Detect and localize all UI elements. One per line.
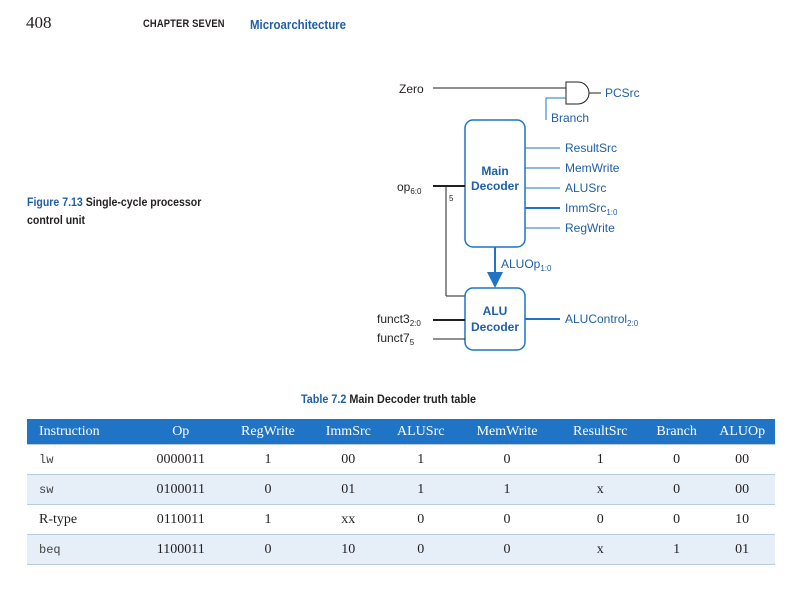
cell-alusrc: 1 [384, 444, 458, 475]
header-instruction: Instruction [27, 419, 139, 445]
table-caption-text: Main Decoder truth table [349, 392, 477, 406]
cell-resultsrc: x [556, 474, 644, 505]
cell-resultsrc: x [556, 534, 644, 565]
main-decoder-line1: Main [481, 164, 508, 178]
output-memwrite: MemWrite [565, 161, 620, 175]
zero-label: Zero [399, 82, 424, 96]
table-row: beq 1100011 0 10 0 0 x 1 01 [27, 534, 775, 565]
cell-instruction: sw [27, 474, 139, 505]
table-header-row: Instruction Op RegWrite ImmSrc ALUSrc Me… [27, 419, 775, 445]
cell-resultsrc: 0 [556, 504, 644, 535]
funct3-label: funct32:0 [377, 312, 421, 328]
chapter-label: CHAPTER SEVEN [143, 18, 225, 30]
branch-wire [545, 97, 566, 120]
alu-decoder-box [464, 287, 526, 351]
cell-regwrite: 0 [223, 534, 313, 565]
cell-alusrc: 1 [384, 474, 458, 505]
pcsrc-label: PCSrc [605, 86, 640, 100]
cell-instruction: lw [27, 444, 139, 475]
cell-immsrc: 01 [312, 474, 385, 505]
header-aluop: ALUOp [709, 419, 775, 445]
cell-instruction: beq [27, 534, 139, 565]
output-alusrc: ALUSrc [565, 181, 606, 195]
truth-table: Instruction Op RegWrite ImmSrc ALUSrc Me… [27, 419, 775, 565]
bus-width-label: 5 [449, 194, 454, 203]
cell-branch: 0 [643, 444, 710, 475]
cell-immsrc: 10 [312, 534, 385, 565]
cell-aluop: 01 [709, 534, 775, 565]
cell-op: 0100011 [138, 474, 224, 505]
header-alusrc: ALUSrc [384, 419, 458, 445]
header-resultsrc: ResultSrc [556, 419, 644, 445]
cell-aluop: 10 [709, 504, 775, 535]
header-memwrite: MemWrite [457, 419, 557, 445]
cell-aluop: 00 [709, 444, 775, 475]
funct7-label: funct75 [377, 331, 415, 347]
header-immsrc: ImmSrc [312, 419, 385, 445]
cell-alusrc: 0 [384, 534, 458, 565]
cell-memwrite: 1 [457, 474, 557, 505]
figure-caption-text: Single-cycle processor control unit [27, 195, 202, 227]
main-decoder-line2: Decoder [471, 179, 519, 193]
cell-instruction: R-type [27, 504, 139, 535]
header-branch: Branch [643, 419, 710, 445]
output-regwrite: RegWrite [565, 221, 615, 235]
op-label: op6:0 [397, 180, 422, 196]
cell-memwrite: 0 [457, 444, 557, 475]
output-alucontrol: ALUControl2:0 [565, 312, 639, 328]
cell-branch: 0 [643, 504, 710, 535]
cell-regwrite: 1 [223, 504, 313, 535]
branch-label: Branch [551, 111, 589, 125]
cell-branch: 0 [643, 474, 710, 505]
cell-resultsrc: 1 [556, 444, 644, 475]
table-number: Table 7.2 [301, 392, 347, 406]
cell-alusrc: 0 [384, 504, 458, 535]
table-row: lw 0000011 1 00 1 0 1 0 00 [27, 444, 775, 475]
header-regwrite: RegWrite [223, 419, 313, 445]
cell-memwrite: 0 [457, 504, 557, 535]
cell-regwrite: 0 [223, 474, 313, 505]
table-caption: Table 7.2 Main Decoder truth table [301, 392, 476, 406]
cell-branch: 1 [643, 534, 710, 565]
table-row: sw 0100011 0 01 1 1 x 0 00 [27, 474, 775, 505]
control-unit-diagram: Zero PCSrc Branch Main Decoder op6:0 5 R… [377, 81, 640, 351]
header-op: Op [138, 419, 224, 445]
alu-decoder-line2: Decoder [471, 320, 519, 334]
and-gate [565, 81, 590, 105]
alu-decoder-line1: ALU [483, 304, 508, 318]
chapter-title: Microarchitecture [250, 17, 347, 32]
cell-op: 1100011 [138, 534, 224, 565]
cell-aluop: 00 [709, 474, 775, 505]
figure-number: Figure 7.13 [27, 195, 83, 209]
cell-regwrite: 1 [223, 444, 313, 475]
table-row: R-type 0110011 1 xx 0 0 0 0 10 [27, 504, 775, 535]
cell-op: 0000011 [138, 444, 224, 475]
output-resultsrc: ResultSrc [565, 141, 617, 155]
cell-op: 0110011 [138, 504, 224, 535]
figure-caption: Figure 7.13 Single-cycle processor contr… [27, 193, 203, 229]
output-immsrc: ImmSrc1:0 [565, 201, 618, 217]
cell-immsrc: xx [312, 504, 385, 535]
page-number: 408 [26, 13, 52, 32]
cell-memwrite: 0 [457, 534, 557, 565]
cell-immsrc: 00 [312, 444, 385, 475]
aluop-label: ALUOp1:0 [501, 257, 552, 273]
